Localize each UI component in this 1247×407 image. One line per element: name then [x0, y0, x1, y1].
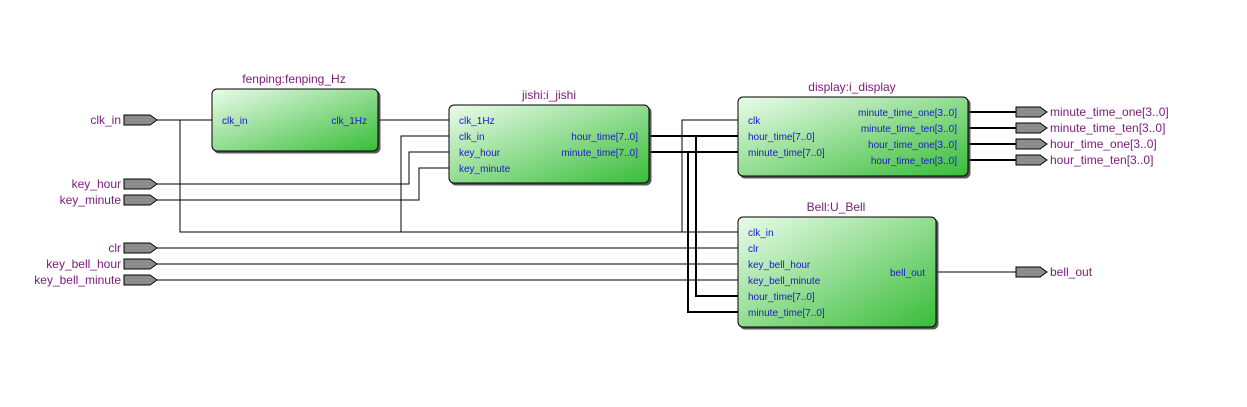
port-display-clk: clk: [748, 116, 761, 127]
block-fenping-title: fenping:fenping_Hz: [242, 72, 345, 86]
pin-hour-time-ten-label: hour_time_ten[3..0]: [1050, 153, 1153, 167]
port-display-minute-time-ten: minute_time_ten[3..0]: [861, 124, 957, 135]
block-display-body: [737, 96, 969, 177]
wire-display-clk: [681, 119, 738, 232]
port-display-minute-time: minute_time[7..0]: [748, 148, 825, 159]
port-bell-bell-out: bell_out: [890, 268, 925, 279]
pin-key-minute-label: key_minute: [60, 193, 122, 207]
block-display-title: display:i_display: [808, 80, 895, 94]
wires: [157, 111, 1016, 313]
block-jishi-body: [448, 104, 650, 184]
block-jishi[interactable]: jishi:i_jishi clk_1Hz clk_in key_hour ke…: [448, 88, 650, 184]
pin-key-hour[interactable]: key_hour: [72, 177, 158, 191]
block-bell-title: Bell:U_Bell: [807, 200, 866, 214]
pin-key-minute[interactable]: key_minute: [60, 193, 158, 207]
pin-minute-time-one-label: minute_time_one[3..0]: [1050, 105, 1169, 119]
port-jishi-minute-time: minute_time[7..0]: [561, 148, 638, 159]
pin-bell-out-label: bell_out: [1050, 265, 1093, 279]
pin-key-bell-hour[interactable]: key_bell_hour: [46, 257, 158, 271]
port-fenping-clk-in: clk_in: [222, 116, 248, 127]
port-jishi-clk-in: clk_in: [459, 132, 485, 143]
wire-clk-in-down: [179, 120, 738, 233]
port-bell-minute-time: minute_time[7..0]: [748, 308, 825, 319]
pin-clr[interactable]: clr: [108, 241, 158, 255]
pin-key-hour-label: key_hour: [72, 177, 121, 191]
port-display-hour-time-one: hour_time_one[3..0]: [868, 140, 957, 151]
block-fenping-body: [211, 88, 379, 152]
port-bell-key-bell-minute: key_bell_minute: [748, 276, 821, 287]
port-display-hour-time-ten: hour_time_ten[3..0]: [871, 156, 957, 167]
pin-bell-out[interactable]: bell_out: [1015, 265, 1093, 279]
pin-key-bell-hour-label: key_bell_hour: [46, 257, 121, 271]
port-bell-clr: clr: [748, 244, 759, 255]
block-bell-body: [737, 216, 937, 328]
wire-key-hour: [157, 151, 449, 185]
block-jishi-title: jishi:i_jishi: [521, 88, 576, 102]
port-display-minute-time-one: minute_time_one[3..0]: [858, 108, 957, 119]
port-bell-clk-in: clk_in: [748, 228, 774, 239]
output-pins: minute_time_one[3..0] minute_time_ten[3.…: [1015, 105, 1169, 279]
bus-hour-time-bell: [695, 136, 738, 297]
block-display[interactable]: display:i_display clk hour_time[7..0] mi…: [737, 80, 969, 177]
port-jishi-hour-time: hour_time[7..0]: [571, 132, 638, 143]
port-bell-key-bell-hour: key_bell_hour: [748, 260, 811, 271]
port-bell-hour-time: hour_time[7..0]: [748, 292, 815, 303]
port-jishi-clk-1hz: clk_1Hz: [459, 116, 495, 127]
port-jishi-key-hour: key_hour: [459, 148, 501, 159]
port-fenping-clk-1hz: clk_1Hz: [331, 116, 367, 127]
pin-key-bell-minute[interactable]: key_bell_minute: [34, 273, 158, 287]
wire-key-minute: [157, 167, 449, 201]
port-display-hour-time: hour_time[7..0]: [748, 132, 815, 143]
block-fenping[interactable]: fenping:fenping_Hz clk_in clk_1Hz: [211, 72, 379, 152]
pin-minute-time-one[interactable]: minute_time_one[3..0]: [1015, 105, 1169, 119]
pin-hour-time-one[interactable]: hour_time_one[3..0]: [1015, 137, 1157, 151]
port-jishi-key-minute: key_minute: [459, 164, 511, 175]
pin-key-bell-minute-label: key_bell_minute: [34, 273, 121, 287]
pin-hour-time-ten[interactable]: hour_time_ten[3..0]: [1015, 153, 1153, 167]
block-bell[interactable]: Bell:U_Bell clk_in clr key_bell_hour key…: [737, 200, 937, 328]
pin-clr-label: clr: [108, 241, 121, 255]
pin-clk-in[interactable]: clk_in: [90, 113, 158, 127]
input-pins: clk_in key_hour key_minute clr key_bell_…: [34, 113, 158, 287]
bus-minute-time-bell: [687, 152, 738, 313]
pin-minute-time-ten-label: minute_time_ten[3..0]: [1050, 121, 1165, 135]
pin-clk-in-label: clk_in: [90, 113, 121, 127]
pin-minute-time-ten[interactable]: minute_time_ten[3..0]: [1015, 121, 1165, 135]
pin-hour-time-one-label: hour_time_one[3..0]: [1050, 137, 1157, 151]
